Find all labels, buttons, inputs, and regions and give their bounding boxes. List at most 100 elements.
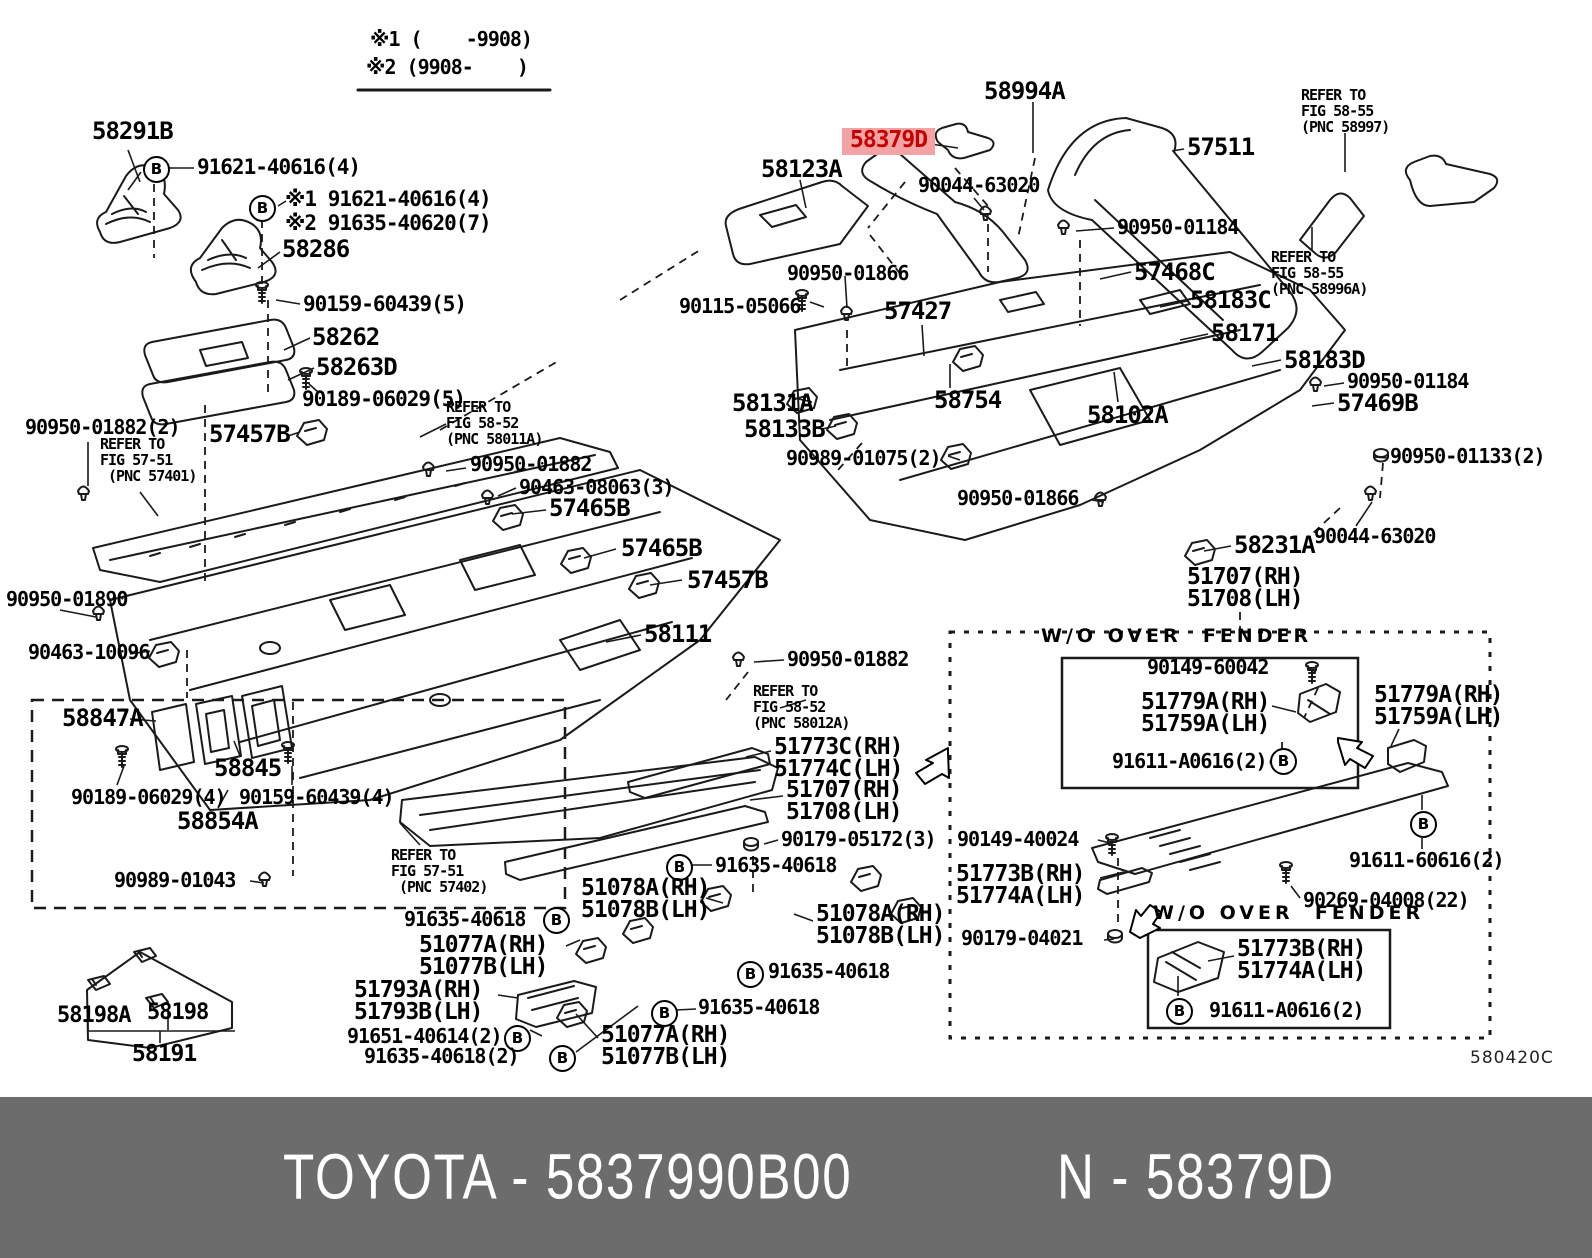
part-label-51077a-rh-51077b-lh: 51077A(RH) 51077B(LH): [601, 1022, 730, 1070]
part-label-note2-91635-40620-7: ※2 91635-40620(7): [285, 211, 492, 235]
part-label-58183d: 58183D: [1284, 346, 1366, 374]
part-label-90159-60439-5: 90159-60439(5): [303, 292, 467, 316]
part-label-58133b: 58133B: [744, 415, 826, 443]
part-label-58291b: 58291B: [92, 117, 174, 145]
part-label-90950-01866: 90950-01866: [957, 486, 1079, 510]
part-label-90044-63020: 90044-63020: [1314, 524, 1436, 548]
part-label-51077a-rh-51077b-lh: 51077A(RH) 51077B(LH): [419, 932, 548, 980]
part-label-58286: 58286: [282, 235, 350, 263]
b-fastener-marker: B: [666, 854, 693, 881]
part-label-90149-60042: 90149-60042: [1147, 655, 1269, 679]
part-label-90179-05172-3: 90179-05172(3): [781, 827, 937, 851]
legend-line-1: ※1 ( -9908): [370, 27, 533, 51]
part-labels-layer: ※1 ( -9908) ※2 (9908- ) 58291B B 91621-40616…: [6, 27, 1554, 1072]
part-label-90044-63020: 90044-63020: [918, 173, 1040, 197]
b-fastener-marker: B: [1270, 748, 1297, 775]
b-fastener-marker: B: [549, 1045, 576, 1072]
part-label-91621-40616-4: 91621-40616(4): [197, 155, 361, 179]
part-label-51779a-rh-51759a-lh: 51779A(RH) 51759A(LH): [1374, 682, 1503, 730]
part-label-91651-40614-2: 91651-40614(2)-: [347, 1024, 514, 1048]
part-label-58183c: 58183C: [1190, 286, 1272, 314]
part-label-90950-01184: 90950-01184: [1347, 369, 1469, 393]
part-label-57465b: 57465B: [621, 534, 703, 562]
part-label-91611-60616-2: 91611-60616(2): [1349, 848, 1505, 872]
part-label-90989-01043: 90989-01043: [114, 868, 236, 892]
part-label-91635-40618: 91635-40618: [715, 853, 837, 877]
part-label-90463-10096: 90463-10096: [28, 640, 150, 664]
b-fastener-marker: B: [1410, 811, 1437, 838]
part-label-57427: 57427: [884, 297, 952, 325]
part-label-51707-rh-51708-lh: 51707(RH) 51708(LH): [1187, 564, 1304, 612]
diagram-line-art: [30, 88, 1499, 1053]
caption-part-number: TOYOTA - 5837990B00: [283, 1140, 853, 1213]
part-label-90950-01882-2: 90950-01882(2): [25, 415, 181, 439]
part-label-58845: 58845: [214, 754, 282, 782]
b-fastener-marker: B: [651, 1000, 678, 1027]
part-label-90950-01866: 90950-01866: [787, 261, 909, 285]
refer-note-fig-57-51-pnc-57401: REFER TO FIG 57-51 (PNC 57401): [100, 435, 197, 485]
part-label-90189-06029-4: 90189-06029(4): [71, 785, 227, 809]
refer-note-fig-57-51-pnc-57402: REFER TO FIG 57-51 (PNC 57402): [391, 846, 488, 896]
part-label-90989-01075-2: 90989-01075(2): [786, 446, 942, 470]
refer-note-fig-58-55-pnc-58997: REFER TO FIG 58-55 (PNC 58997): [1301, 86, 1390, 136]
part-label-57465b: 57465B: [549, 494, 631, 522]
part-label-57457b: 57457B: [209, 420, 291, 448]
part-label-51773b-rh-51774a-lh: 51773B(RH) 51774A(LH): [1237, 936, 1366, 984]
part-label-90269-04008-22: 90269-04008(22): [1303, 888, 1470, 912]
part-label-57457b: 57457B: [687, 566, 769, 594]
part-label-51078a-rh-51078b-lh: 51078A(RH) 51078B(LH): [816, 901, 945, 949]
part-label-90149-40024: 90149-40024: [957, 827, 1079, 851]
part-label-58262: 58262: [312, 323, 380, 351]
part-label-51707-rh-51708-lh: 51707(RH) 51708(LH): [786, 777, 903, 825]
part-label-90179-04021: 90179-04021: [961, 926, 1083, 950]
part-label-90115-05066: 90115-05066: [679, 294, 801, 318]
refer-note-fig-58-52-pnc-58011a: REFER TO FIG 58-52 (PNC 58011A): [446, 398, 543, 448]
part-label-91635-40618: 91635-40618: [698, 995, 820, 1019]
part-label-90463-08063-3: 90463-08063(3): [519, 475, 675, 499]
part-label-58198a: 58198A: [57, 1003, 131, 1028]
part-label-91611-a0616-2: 91611-A0616(2)-: [1112, 749, 1279, 773]
b-fastener-marker: B: [543, 907, 570, 934]
part-label-57468c: 57468C: [1134, 258, 1216, 286]
wo-over-fender-note: W/O OVER FENDER: [1041, 625, 1313, 647]
part-label-58854a: 58854A: [177, 807, 259, 835]
part-label-57511: 57511: [1187, 133, 1255, 161]
refer-note-fig-58-55-pnc-58996a: REFER TO FIG 58-55 (PNC 58996A): [1271, 248, 1368, 298]
wo-over-fender-note: W/O OVER FENDER: [1153, 902, 1425, 924]
b-fastener-marker: B: [1166, 998, 1193, 1025]
part-label-58263d: 58263D: [316, 353, 398, 381]
part-label-51078a-rh-51078b-lh: 51078A(RH) 51078B(LH): [581, 875, 710, 923]
part-label-90950-01882: 90950-01882: [470, 452, 592, 476]
part-label-58102a: 58102A: [1087, 401, 1169, 429]
part-label-90159-60439-4: 90159-60439(4): [239, 785, 395, 809]
part-label-58171: 58171: [1211, 319, 1279, 347]
legend-line-2: ※2 (9908- ): [366, 55, 529, 79]
b-fastener-marker: B: [504, 1025, 531, 1052]
part-label-91611-a0616-2: 91611-A0616(2): [1209, 998, 1365, 1022]
b-fastener-marker: B: [249, 195, 276, 222]
part-label-51773b-rh-51774a-lh: 51773B(RH) 51774A(LH): [956, 861, 1085, 909]
part-label-58994a: 58994A: [984, 77, 1066, 105]
part-label-51793a-rh-51793b-lh: 51793A(RH) 51793B(LH): [354, 977, 483, 1025]
b-fastener-marker: B: [143, 156, 170, 183]
part-label-58198: 58198: [147, 1000, 209, 1025]
part-label-90950-01184: 90950-01184: [1117, 215, 1239, 239]
part-label-57469b: 57469B: [1337, 389, 1419, 417]
part-label-58111: 58111: [644, 620, 712, 648]
part-label-58231a: 58231A: [1234, 531, 1316, 559]
b-fastener-marker: B: [737, 961, 764, 988]
part-label-58123a: 58123A: [761, 155, 843, 183]
diagram-code: 580420C: [1470, 1048, 1554, 1068]
part-label-90950-01890: 90950-01890: [6, 587, 128, 611]
refer-note-fig-58-52-pnc-58012a: REFER TO FIG 58-52 (PNC 58012A): [753, 682, 850, 732]
part-label-58847a: 58847A: [62, 704, 144, 732]
part-label-51779a-rh-51759a-lh: 51779A(RH) 51759A(LH): [1141, 689, 1270, 737]
caption-reference-code: N - 58379D: [1057, 1140, 1335, 1213]
part-label-91635-40618-2: 91635-40618(2): [364, 1044, 520, 1068]
part-label-58131a: 58131A: [732, 389, 814, 417]
part-label-90950-01133-2: 90950-01133(2): [1390, 444, 1546, 468]
part-label-51773c-rh-51774c-lh: 51773C(RH) 51774C(LH): [774, 734, 903, 782]
part-label-58191: 58191: [132, 1041, 197, 1067]
caption-bar: TOYOTA - 5837990B00 N - 58379D: [0, 1097, 1592, 1258]
